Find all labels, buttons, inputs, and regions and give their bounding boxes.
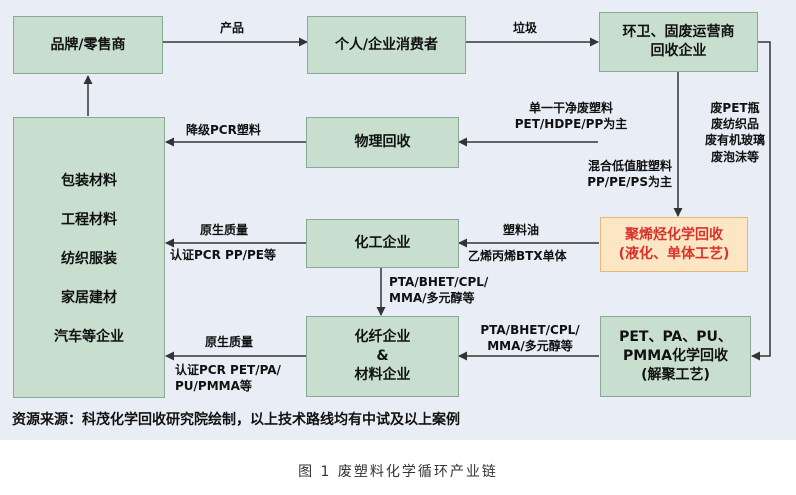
label-garbage: 垃圾 bbox=[513, 21, 538, 35]
box-downstream-industries: 包装材料 工程材料 纺织服装 家居建材 汽车等企业 bbox=[13, 117, 165, 398]
industry-automotive: 汽车等企业 bbox=[54, 329, 124, 345]
label-downgrade-pcr: 降级PCR塑料 bbox=[186, 123, 261, 137]
industry-packaging: 包装材料 bbox=[61, 173, 117, 189]
industry-engineering: 工程材料 bbox=[61, 212, 117, 228]
label-waste-types: 废PET瓶废纺织品废有机玻璃废泡沫等 bbox=[704, 101, 765, 164]
label-pta-right: PTA/BHET/CPL/MMA/多元醇等 bbox=[480, 323, 580, 354]
box-sanitation-recycler: 环卫、固废运营商回收企业 bbox=[599, 12, 758, 72]
flow-arrows bbox=[83, 37, 771, 361]
box-pet-chemical-recycling: PET、PA、PU、PMMA化学回收(解聚工艺) bbox=[600, 316, 751, 397]
arrow-sanitation-to-pet-recycle bbox=[751, 41, 771, 361]
label-pta-mid: PTA/BHET/CPL/MMA/多元醇等 bbox=[389, 275, 489, 306]
box-chemical-company: 化工企业 bbox=[306, 219, 459, 268]
label-virgin-quality-1: 原生质量 bbox=[200, 223, 249, 237]
box-brand-retailer: 品牌/零售商 bbox=[13, 16, 163, 74]
label-product: 产品 bbox=[220, 21, 245, 35]
industry-textile: 纺织服装 bbox=[61, 251, 117, 267]
box-physical-recycling: 物理回收 bbox=[306, 117, 459, 168]
label-cert-pcr-1: 认证PCR PP/PE等 bbox=[170, 248, 276, 262]
source-note: 资源来源：科茂化学回收研究院绘制，以上技术路线均有中试及以上案例 bbox=[12, 412, 460, 428]
industry-building: 家居建材 bbox=[61, 290, 117, 306]
label-ethylene-btx: 乙烯丙烯BTX单体 bbox=[468, 249, 567, 263]
label-cert-pcr-2: 认证PCR PET/PA/PU/PMMA等 bbox=[175, 363, 281, 394]
figure-caption: 图 1 废塑料化学循环产业链 bbox=[298, 464, 498, 480]
label-virgin-quality-2: 原生质量 bbox=[205, 335, 254, 349]
box-fiber-material-company: 化纤企业&材料企业 bbox=[306, 316, 459, 397]
label-plastic-oil: 塑料油 bbox=[503, 223, 540, 237]
box-polyolefin-chemical-recycling: 聚烯烃化学回收(液化、单体工艺) bbox=[600, 217, 748, 272]
box-consumer: 个人/企业消费者 bbox=[307, 16, 466, 74]
